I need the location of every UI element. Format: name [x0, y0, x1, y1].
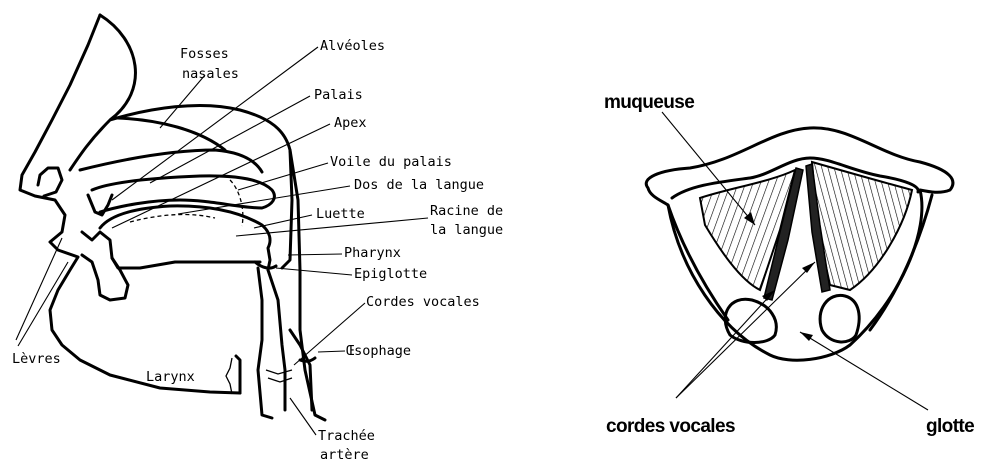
label-fosses-nasales-1: Fosses	[180, 46, 229, 62]
larynx-outer	[646, 128, 953, 360]
arytenoid-right	[820, 295, 859, 342]
label-luette: Luette	[316, 206, 365, 222]
arrow-glotte	[800, 332, 813, 341]
leader-levres-1	[16, 238, 62, 340]
label-racine-1: Racine de	[430, 203, 503, 219]
vocal-cords-sketch	[266, 370, 292, 382]
nose-inner	[38, 168, 62, 196]
label-palais: Palais	[314, 87, 363, 103]
tongue	[100, 206, 270, 270]
label-dos-de-la-langue: Dos de la langue	[354, 177, 484, 193]
label-voile-du-palais: Voile du palais	[330, 154, 452, 170]
velum-dotted	[230, 180, 243, 226]
neck-front	[236, 356, 240, 393]
leader-voile	[238, 163, 328, 190]
larynx	[258, 268, 285, 418]
leader-levres-2	[18, 262, 68, 346]
label-levres: Lèvres	[12, 351, 61, 367]
label-cordes-vocales-right: cordes vocales	[606, 416, 735, 437]
vocal-tract-diagram: Fosses nasales Alvéoles Palais Apex Voil…	[12, 15, 503, 460]
label-fosses-nasales-2: nasales	[182, 66, 239, 82]
leader-glotte	[800, 332, 928, 410]
label-apex: Apex	[334, 115, 367, 131]
leader-luette	[254, 215, 312, 228]
larynx-top-view: muqueuse cordes vocales glotte	[604, 92, 974, 437]
leader-pharynx	[288, 254, 342, 255]
label-larynx: Larynx	[146, 369, 195, 385]
label-muqueuse: muqueuse	[604, 92, 694, 113]
lower-jaw	[82, 232, 260, 268]
label-racine-2: la langue	[430, 222, 503, 238]
label-oesophage: Œsophage	[346, 343, 411, 359]
arrow-cordes-2	[802, 262, 815, 273]
label-trachee-2: artère	[320, 447, 369, 460]
label-cordes-vocales: Cordes vocales	[366, 294, 480, 310]
nasal-fossae	[80, 150, 262, 172]
tongue-dotted	[130, 215, 215, 222]
label-pharynx: Pharynx	[344, 245, 401, 261]
label-trachee-1: Trachée	[318, 428, 375, 444]
leader-oesophage	[318, 351, 345, 352]
lower-lip	[82, 255, 128, 300]
leader-fosses	[160, 75, 205, 128]
label-alveoles: Alvéoles	[320, 38, 385, 54]
larynx-brace	[226, 358, 232, 394]
leader-cordes-1	[676, 290, 775, 398]
leader-epiglotte	[276, 268, 352, 275]
label-epiglotte: Epiglotte	[354, 266, 427, 282]
label-glotte: glotte	[926, 416, 974, 437]
